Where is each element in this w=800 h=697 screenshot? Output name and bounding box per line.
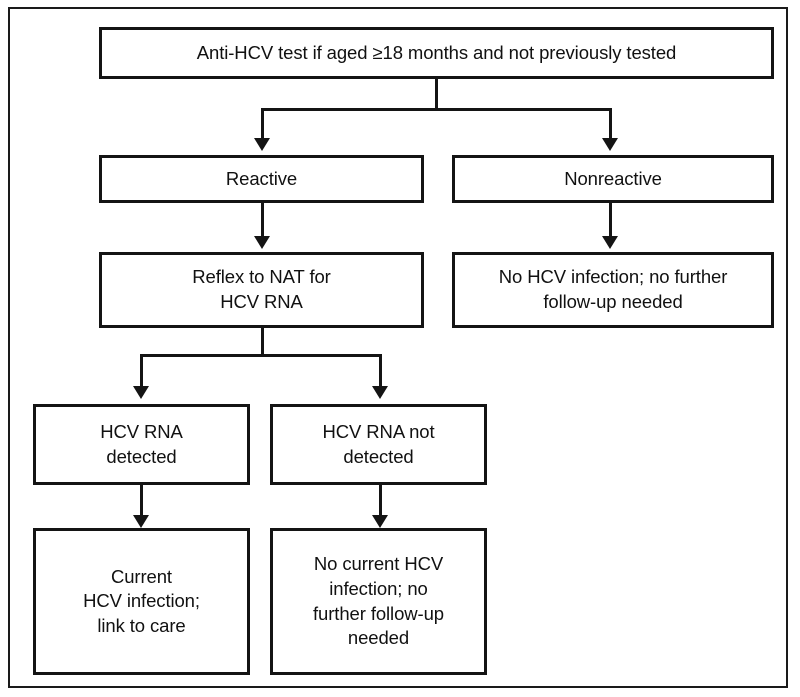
node-reflex-to-nat: Reflex to NAT for HCV RNA xyxy=(99,252,424,328)
edge-reactive-to-reflex-arrowhead xyxy=(254,236,270,249)
node-anti-hcv-test: Anti-HCV test if aged ≥18 months and not… xyxy=(99,27,774,79)
edge-reflex-crossbar xyxy=(140,354,382,357)
edge-reactive-to-reflex-line xyxy=(261,203,264,237)
edge-start-to-reactive-arrowhead xyxy=(254,138,270,151)
edge-start-stem xyxy=(435,79,438,110)
edge-start-to-nonreactive-drop xyxy=(609,108,612,138)
edge-reflex-to-detected-drop xyxy=(140,354,143,386)
edge-start-to-reactive-drop xyxy=(261,108,264,138)
edge-nonreactive-to-no-infection-arrowhead xyxy=(602,236,618,249)
node-hcv-rna-detected: HCV RNA detected xyxy=(33,404,250,485)
edge-start-to-nonreactive-arrowhead xyxy=(602,138,618,151)
edge-reflex-to-not-detected-arrowhead xyxy=(372,386,388,399)
edge-not-detected-to-no-current-arrowhead xyxy=(372,515,388,528)
node-hcv-rna-not-detected: HCV RNA not detected xyxy=(270,404,487,485)
edge-reflex-to-not-detected-drop xyxy=(379,354,382,386)
edge-nonreactive-to-no-infection-line xyxy=(609,203,612,237)
node-current-hcv-infection: Current HCV infection; link to care xyxy=(33,528,250,675)
node-reactive: Reactive xyxy=(99,155,424,203)
node-nonreactive: Nonreactive xyxy=(452,155,774,203)
edge-not-detected-to-no-current-line xyxy=(379,485,382,516)
node-no-current-hcv-infection: No current HCV infection; no further fol… xyxy=(270,528,487,675)
edge-reflex-stem xyxy=(261,328,264,356)
node-no-hcv-infection: No HCV infection; no further follow-up n… xyxy=(452,252,774,328)
edge-start-crossbar xyxy=(261,108,612,111)
edge-detected-to-current-arrowhead xyxy=(133,515,149,528)
edge-reflex-to-detected-arrowhead xyxy=(133,386,149,399)
edge-detected-to-current-line xyxy=(140,485,143,516)
